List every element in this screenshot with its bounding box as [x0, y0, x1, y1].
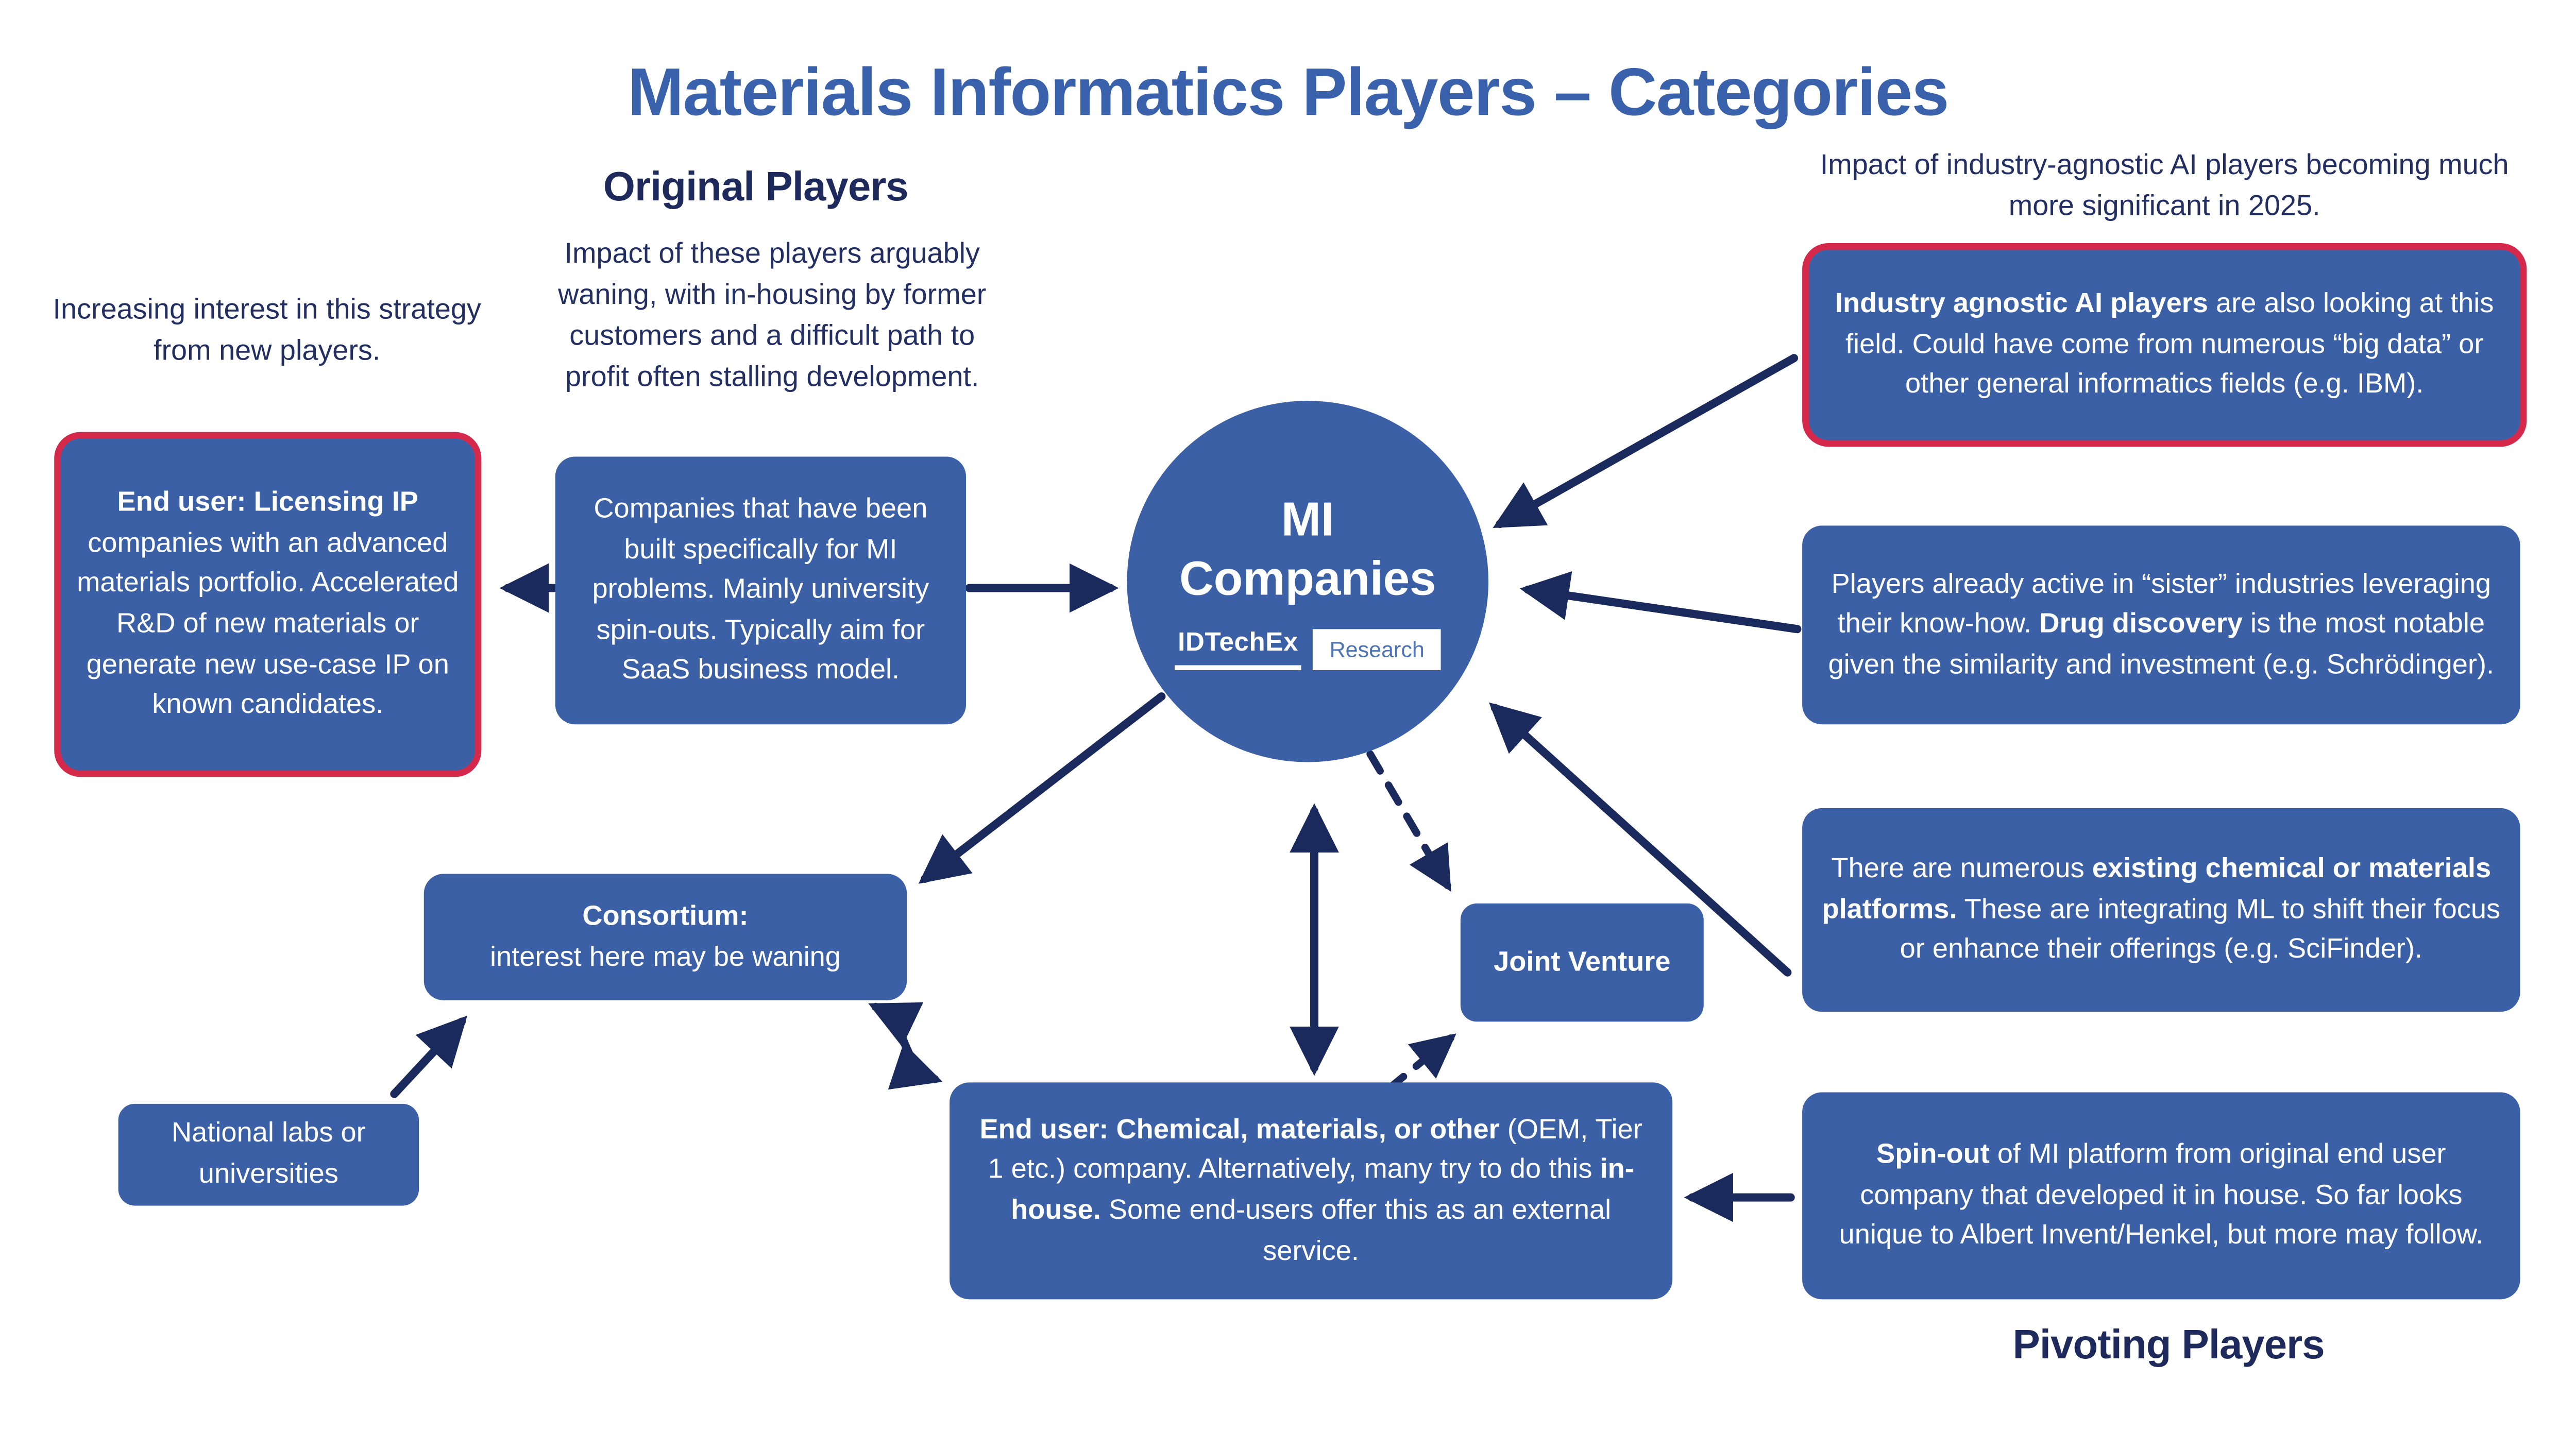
sister-industries-box: Players already active in “sister” indus… — [1802, 525, 2520, 725]
agnostic-impact-note: Impact of industry-agnostic AI players b… — [1820, 147, 2509, 221]
consortium-box: Consortium: interest here may be waning — [423, 874, 907, 1000]
end-user-box-end: Some end-users offer this as an external… — [1100, 1194, 1612, 1266]
arrow-national-to-consortium — [390, 1015, 467, 1098]
idtechex-brand: IDTechEx — [1174, 629, 1302, 670]
national-labs-box: National labs or universities — [118, 1103, 419, 1206]
sister-industries-box-pre: Players already active in “sister” indus… — [1831, 567, 2492, 639]
page-title: Materials Informatics Players – Categori… — [628, 54, 1949, 130]
licensing-ip-box: End user: Licensing IP companies with an… — [54, 432, 482, 777]
mi-companies-label: MI Companies — [1179, 495, 1436, 606]
spinout-box: Spin-out of MI platform from original en… — [1802, 1092, 2520, 1300]
industry-agnostic-box-text: are also looking at this field. Could ha… — [1845, 287, 2494, 400]
arrow-sister-to-circle — [1519, 571, 1802, 634]
existing-platforms-box-bold: existing chemical or materials platforms… — [1822, 853, 2492, 925]
pivoting-players-heading: Pivoting Players — [2012, 1322, 2325, 1369]
mi-specialist-box-text: Companies that have been built specifica… — [592, 492, 929, 686]
mi-companies-circle: MI Companies IDTechEx Research — [1127, 401, 1489, 762]
arrow-circle-to-consortium — [918, 692, 1166, 884]
licensing-ip-box-bold: End user: Licensing IP — [117, 486, 418, 518]
arrow-enduser-to-jv-dashed — [1384, 1033, 1456, 1093]
industry-agnostic-box: Industry agnostic AI players are also lo… — [1802, 243, 2527, 447]
spinout-box-bold: Spin-out — [1876, 1138, 1990, 1170]
existing-platforms-box: There are numerous existing chemical or … — [1802, 808, 2520, 1012]
original-players-note: Impact of these players arguably waning,… — [558, 236, 987, 392]
sister-industries-box-bold: Drug discovery — [2039, 608, 2243, 639]
idtechex-logo: IDTechEx Research — [1174, 628, 1441, 670]
end-user-box-bold1: End user: Chemical, materials, or other — [979, 1113, 1500, 1145]
national-labs-box-text: National labs or universities — [172, 1117, 366, 1189]
sister-industries-box-post: is the most notable given the similarity… — [1828, 608, 2495, 680]
increasing-interest-note: Increasing interest in this strategy fro… — [53, 292, 481, 366]
licensing-ip-box-text: companies with an advanced materials por… — [77, 526, 459, 720]
arrow-agnostic-to-circle — [1493, 354, 1799, 529]
original-players-heading: Original Players — [603, 164, 909, 211]
joint-venture-box-text: Joint Venture — [1494, 945, 1671, 977]
end-user-box: End user: Chemical, materials, or other … — [950, 1082, 1673, 1300]
spinout-box-text: of MI platform from original end user co… — [1839, 1138, 2484, 1251]
mi-specialist-box: Companies that have been built specifica… — [555, 456, 967, 725]
consortium-box-text: interest here may be waning — [489, 940, 841, 972]
arrow-consortium-enduser-squiggle — [868, 1002, 943, 1090]
existing-platforms-box-post: These are integrating ML to shift their … — [1900, 893, 2501, 965]
joint-venture-box: Joint Venture — [1460, 903, 1704, 1022]
industry-agnostic-box-bold: Industry agnostic AI players — [1835, 287, 2208, 319]
arrow-circle-to-jv-dashed — [1366, 750, 1451, 892]
arrow-platforms-to-circle — [1488, 702, 1792, 977]
end-user-box-bold2: in-house. — [1011, 1153, 1634, 1225]
end-user-box-mid: (OEM, Tier 1 etc.) company. Alternativel… — [988, 1113, 1642, 1185]
idtechex-research-badge: Research — [1313, 628, 1441, 670]
existing-platforms-box-pre: There are numerous — [1831, 853, 2092, 884]
consortium-box-bold: Consortium: — [582, 900, 749, 931]
